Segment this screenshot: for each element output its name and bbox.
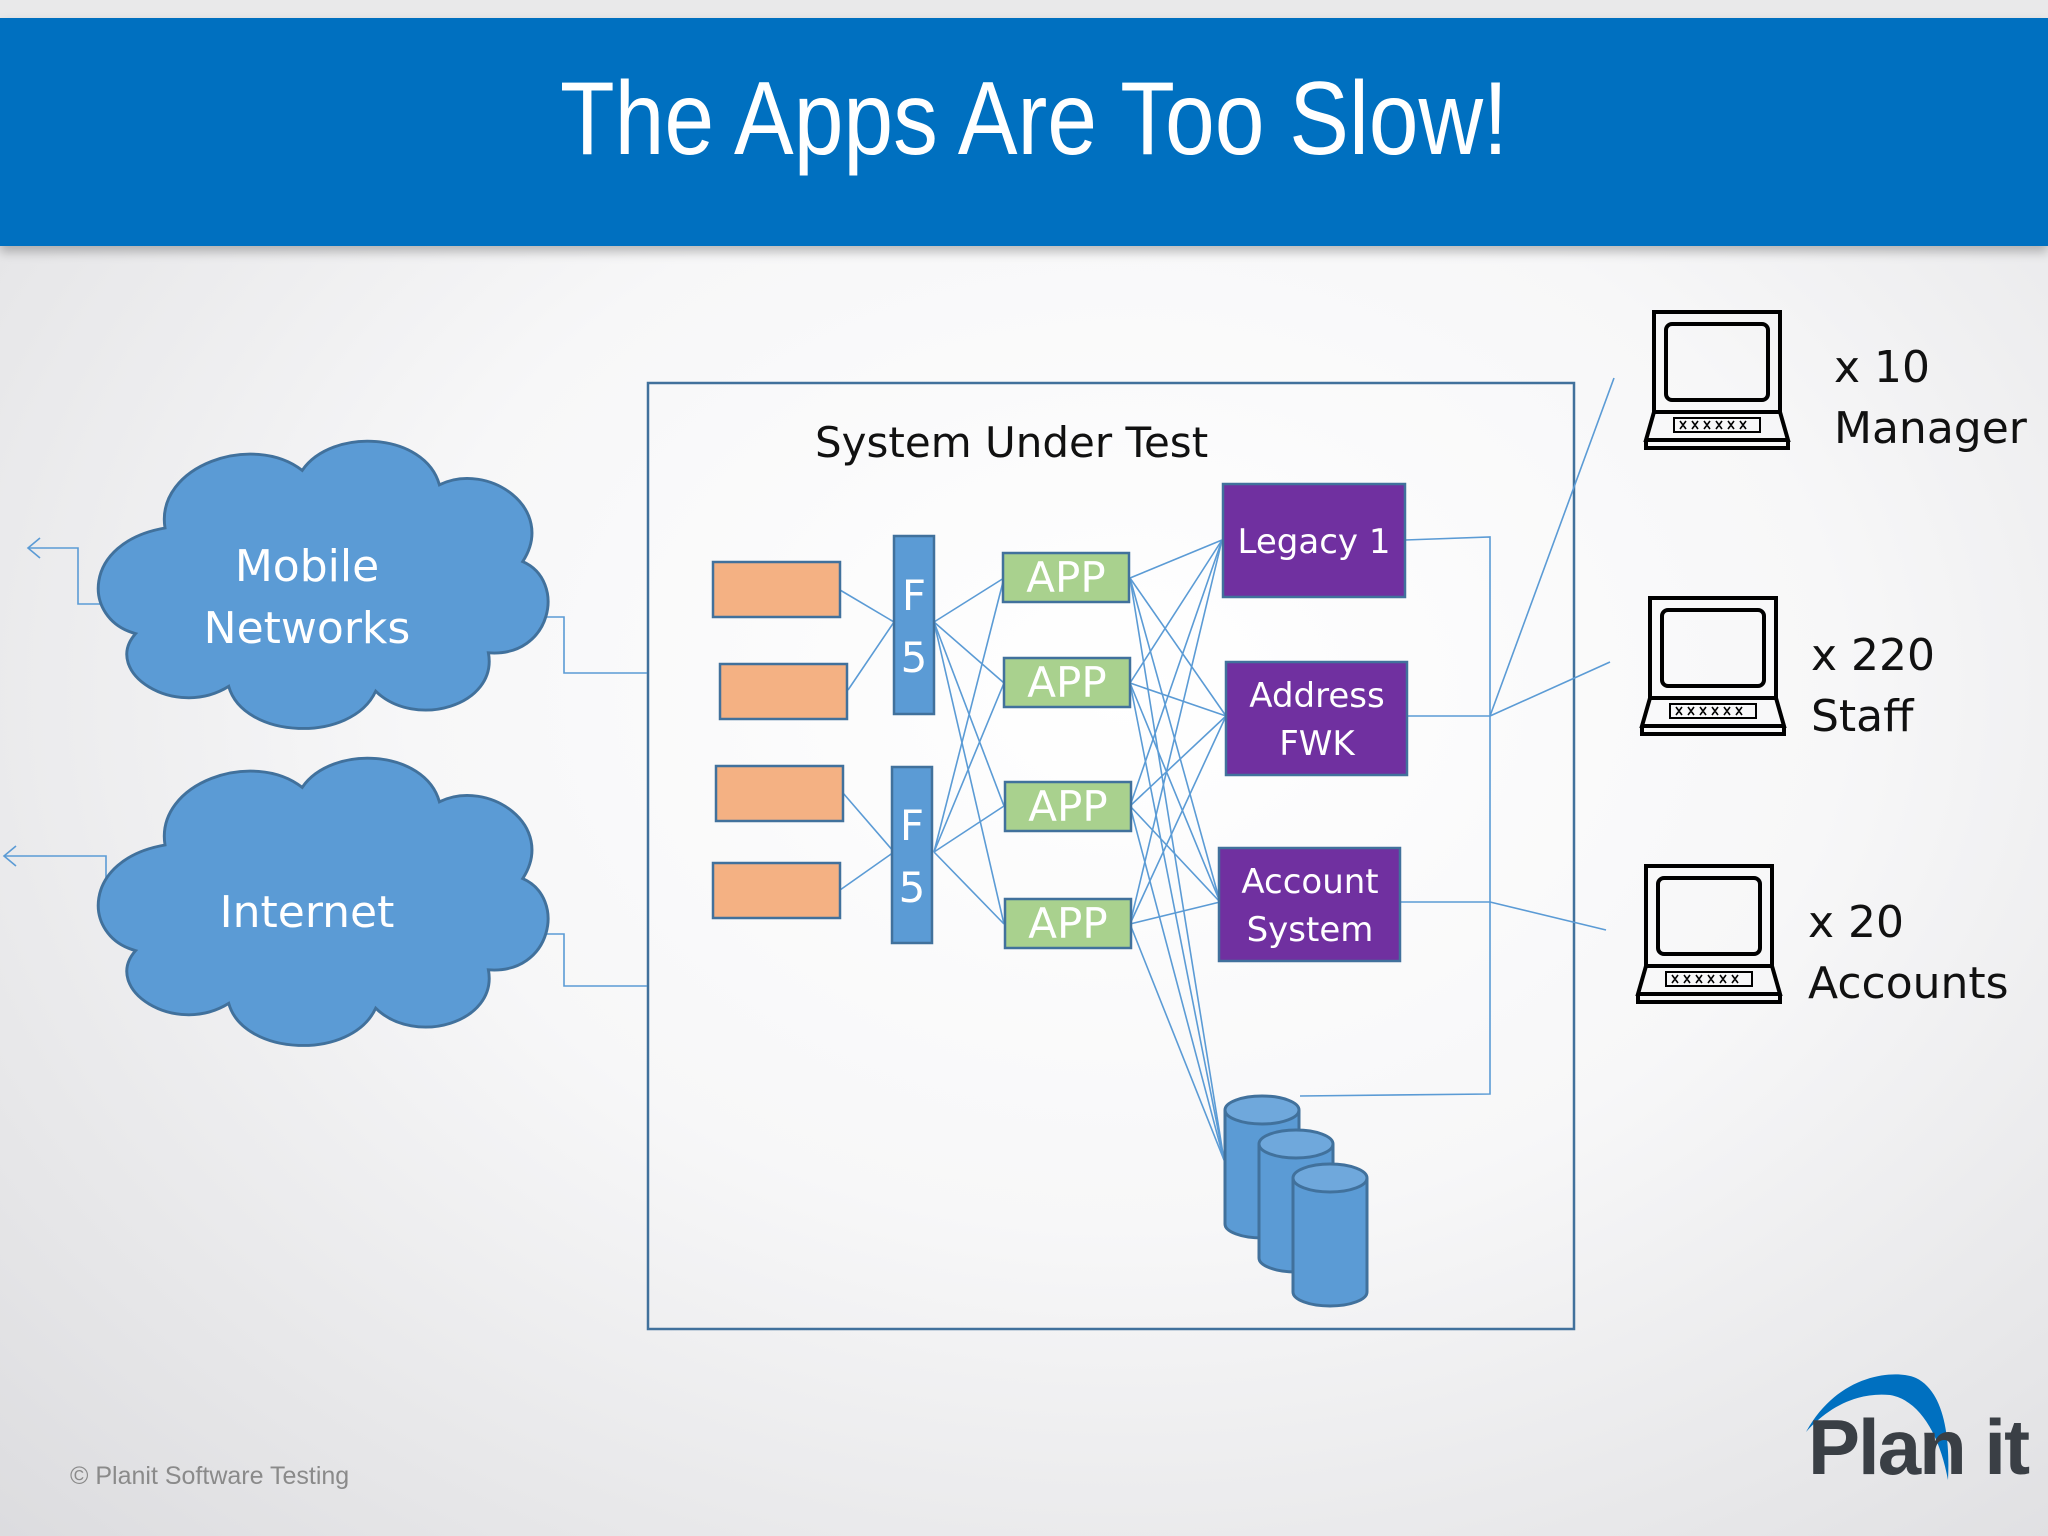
cloud-label-text: Mobile Networks xyxy=(203,541,411,654)
system-under-test-boundary xyxy=(646,381,1576,1331)
app-label: APP xyxy=(1028,782,1108,831)
user-group-accounts: x 20 Accounts xyxy=(1808,892,2009,1014)
f5-label-bottom: 5 xyxy=(898,863,926,912)
database-icon xyxy=(1291,1162,1369,1308)
title-banner xyxy=(0,18,2048,246)
user-group-role: Manager xyxy=(1834,403,2027,454)
backend-label: Legacy 1 xyxy=(1223,518,1405,566)
backend-label-text: Account System xyxy=(1241,862,1379,950)
user-group-manager: x 10 Manager xyxy=(1834,337,2027,459)
app-label: APP xyxy=(1028,899,1108,948)
laptop-icon xyxy=(1640,596,1786,736)
f5-load-balancer xyxy=(892,534,936,716)
f5-label: F 5 xyxy=(894,565,934,689)
cloud-label-text: Internet xyxy=(219,887,395,938)
f5-label-top: F xyxy=(899,801,925,850)
app-label: APP xyxy=(1026,553,1106,602)
app-server xyxy=(1003,897,1133,950)
web-server xyxy=(711,861,842,920)
backend-legacy-1 xyxy=(1221,482,1407,599)
backend-address-fwk xyxy=(1224,660,1409,777)
planit-logo-swoosh xyxy=(1806,1374,1949,1480)
f5-label-top: F xyxy=(901,571,927,620)
backend-label: Account System xyxy=(1219,858,1401,954)
user-group-role: Staff xyxy=(1811,691,1914,742)
app-server xyxy=(1001,551,1131,604)
planit-logo-text: Plan it xyxy=(1808,1403,2030,1491)
system-under-test-label: System Under Test xyxy=(815,418,1209,467)
user-group-count: x 220 xyxy=(1811,630,1936,681)
top-strip xyxy=(0,0,2048,18)
user-group-role: Accounts xyxy=(1808,958,2009,1009)
slide-title: The Apps Are Too Slow! xyxy=(560,61,1508,177)
laptop-icon xyxy=(1644,310,1790,450)
app-server xyxy=(1002,656,1132,709)
backend-label-text: Address FWK xyxy=(1249,676,1385,764)
backend-account-system xyxy=(1217,846,1402,963)
web-server xyxy=(711,560,842,619)
web-server xyxy=(714,764,845,823)
cloud-label-mobile-networks: Mobile Networks xyxy=(157,536,457,660)
connector-lines xyxy=(2,377,1615,1161)
cloud-label-internet: Internet xyxy=(157,882,457,944)
f5-load-balancer xyxy=(890,765,934,945)
web-server xyxy=(718,662,849,721)
f5-label: F 5 xyxy=(892,795,932,919)
backend-label: Address FWK xyxy=(1226,672,1408,768)
app-label: APP xyxy=(1027,658,1107,707)
user-group-count: x 10 xyxy=(1834,342,1931,393)
f5-label-bottom: 5 xyxy=(900,633,928,682)
backend-label-text: Legacy 1 xyxy=(1237,522,1391,562)
app-server xyxy=(1003,780,1133,833)
user-group-staff: x 220 Staff xyxy=(1811,625,1935,747)
user-group-count: x 20 xyxy=(1808,897,1905,948)
copyright-notice: © Planit Software Testing xyxy=(70,1462,350,1490)
laptop-icon xyxy=(1636,864,1782,1004)
